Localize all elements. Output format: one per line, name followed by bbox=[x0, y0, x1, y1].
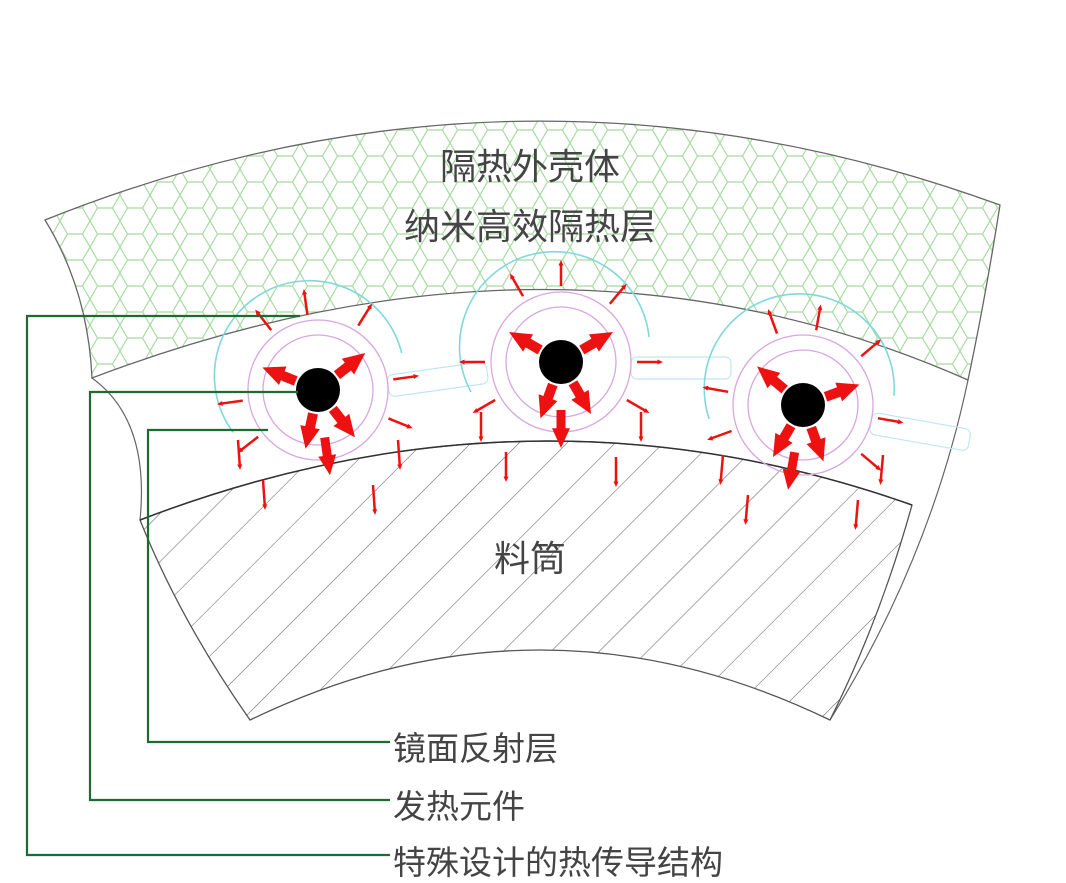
conduction-fin bbox=[630, 356, 732, 380]
insulation-label: 纳米高效隔热层 bbox=[403, 207, 657, 248]
leader-heater bbox=[88, 390, 390, 802]
heat-arrow-small bbox=[216, 399, 243, 406]
heat-arrow-small bbox=[860, 452, 882, 471]
heat-arrow-large bbox=[300, 412, 320, 449]
heat-arrow-large bbox=[538, 382, 558, 419]
heat-arrow-small bbox=[472, 398, 496, 413]
heat-arrow-small bbox=[459, 359, 485, 365]
heater-element bbox=[296, 368, 340, 412]
heat-arrow-small bbox=[558, 260, 564, 286]
conduction-structure bbox=[213, 279, 403, 433]
mirror-layer-ring bbox=[732, 334, 874, 476]
heat-arrow-small bbox=[853, 499, 860, 530]
heat-arrow-large bbox=[773, 423, 796, 457]
heat-arrow-large bbox=[328, 405, 355, 438]
heat-arrow-small bbox=[702, 385, 729, 394]
heat-arrow-small bbox=[371, 484, 378, 515]
heat-arrow-small bbox=[626, 398, 650, 413]
heat-arrow-small bbox=[877, 416, 904, 425]
heat-arrow-small bbox=[707, 429, 733, 441]
mirror-layer-label: 镜面反射层 bbox=[393, 729, 558, 768]
heat-arrow-small bbox=[637, 359, 663, 365]
shell-label: 隔热外壳体 bbox=[439, 147, 621, 188]
leader-conduction bbox=[25, 314, 390, 857]
heat-arrow-small bbox=[878, 454, 885, 485]
heat-arrow-small bbox=[261, 479, 268, 510]
heat-arrow-small bbox=[237, 435, 259, 453]
heat-arrow-large bbox=[782, 451, 801, 490]
heat-arrow-small bbox=[718, 454, 725, 485]
heat-arrow-small bbox=[302, 288, 309, 315]
mirror-layer-ring-inner bbox=[747, 349, 859, 461]
heat-arrow-large bbox=[823, 382, 860, 402]
heat-arrow-small bbox=[743, 494, 750, 525]
heat-arrow-small bbox=[396, 439, 403, 470]
heat-arrow-small bbox=[860, 339, 882, 358]
heat-arrow-small bbox=[503, 452, 509, 482]
leader-mirror bbox=[146, 428, 390, 744]
heat-arrow-small bbox=[236, 439, 243, 470]
heat-arrow-small bbox=[393, 374, 420, 381]
conduction-structure bbox=[703, 293, 896, 420]
heater-element bbox=[781, 383, 825, 427]
heat-arrow-large bbox=[568, 380, 591, 414]
mirror-layer-ring-inner bbox=[262, 334, 374, 446]
conduction-structure-label: 特殊设计的热传导结构 bbox=[393, 843, 723, 882]
heat-arrow-small bbox=[357, 303, 373, 327]
heat-arrow-small bbox=[608, 283, 627, 305]
leader-lines bbox=[25, 314, 390, 857]
heat-arrow-large bbox=[509, 332, 543, 355]
heat-arrow-small bbox=[387, 417, 413, 429]
heat-arrow-large bbox=[806, 425, 826, 462]
heat-arrow-small bbox=[767, 309, 779, 335]
heat-arrow-small bbox=[638, 412, 644, 442]
heat-arrow-small bbox=[510, 273, 525, 297]
heat-arrow-large bbox=[757, 366, 788, 394]
heater-element bbox=[539, 340, 583, 384]
heat-arrow-small bbox=[613, 457, 619, 487]
heat-arrow-large bbox=[262, 366, 298, 386]
heat-arrow-large bbox=[318, 436, 337, 476]
mirror-layer-ring bbox=[247, 319, 389, 461]
heater-element-label: 发热元件 bbox=[393, 787, 525, 826]
conduction-structure bbox=[458, 250, 650, 393]
heat-arrow-small bbox=[478, 412, 484, 442]
heat-arrow-large bbox=[579, 332, 613, 355]
heater-group bbox=[213, 250, 971, 530]
barrel-label: 料筒 bbox=[493, 539, 567, 580]
heat-arrow-small bbox=[814, 304, 823, 331]
heat-arrow-large bbox=[333, 353, 366, 380]
heat-arrow-large bbox=[552, 410, 570, 448]
